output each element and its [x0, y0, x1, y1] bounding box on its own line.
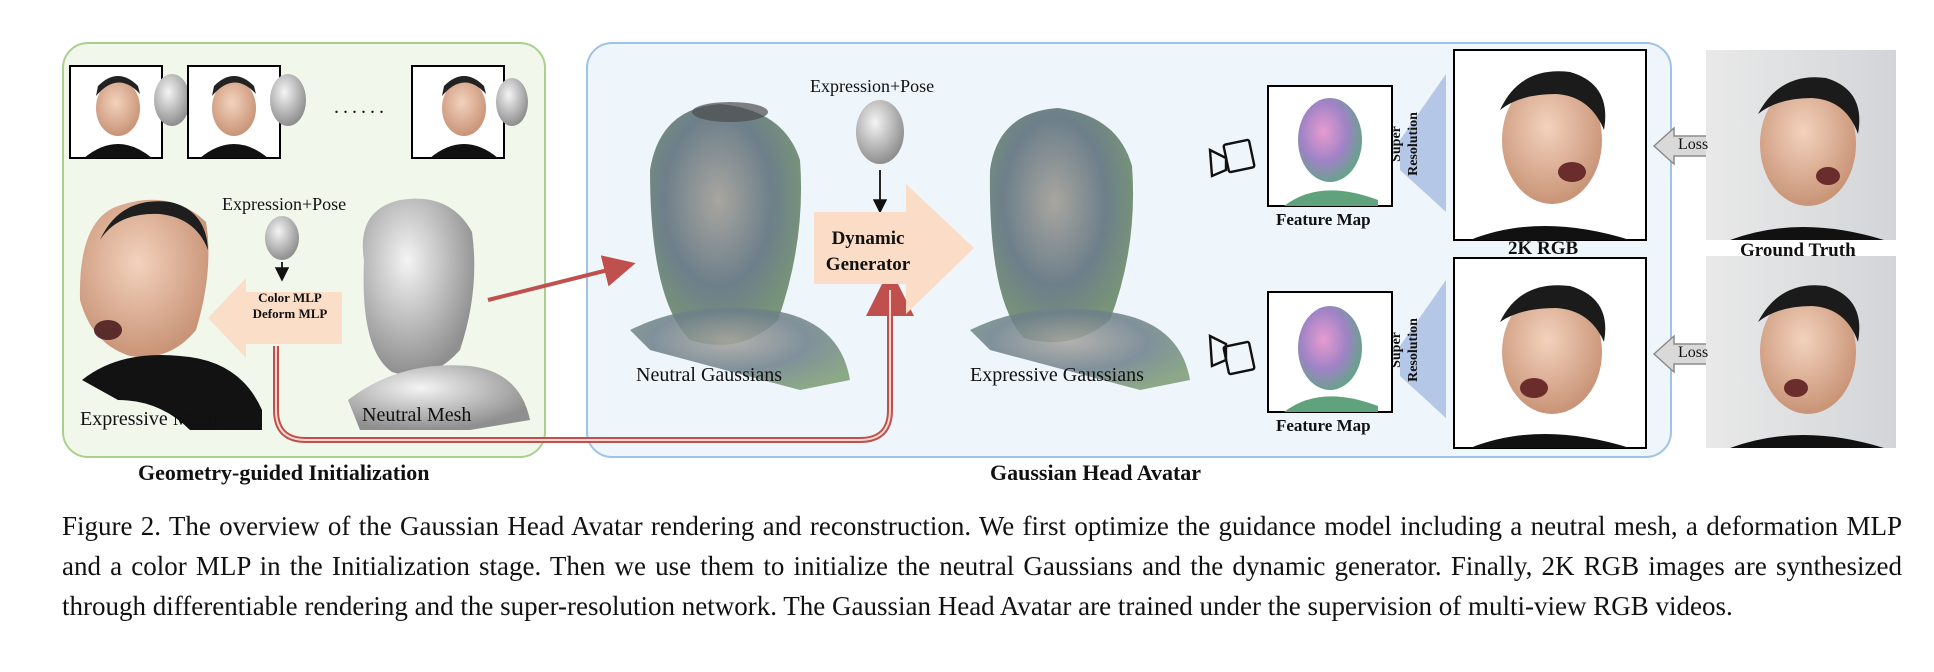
expression-face-icon-gha	[856, 100, 904, 164]
super-resolution-top-shape	[1400, 74, 1446, 212]
loss-label-bottom: Loss	[1678, 344, 1709, 361]
sr-top-line1: Super	[1389, 126, 1404, 162]
mesh-thumb-3	[496, 78, 528, 126]
super-resolution-top-label: Super Resolution	[1388, 104, 1468, 184]
camera-icon-top	[1208, 138, 1256, 178]
more-views-ellipsis: ......	[334, 96, 388, 118]
mlp-label: Color MLP Deform MLP	[240, 290, 340, 322]
rgb-output-top-image	[1453, 49, 1647, 241]
neutral-gaussians-image	[630, 102, 850, 390]
expression-pose-label-init: Expression+Pose	[222, 194, 347, 214]
neutral-gaussians-label: Neutral Gaussians	[636, 364, 783, 386]
mlp-arrow-shape	[208, 278, 342, 358]
mesh-thumb-2	[270, 74, 306, 126]
dynamic-generator-label: Dynamic Generator	[814, 226, 922, 278]
expression-pose-label-gha: Expression+Pose	[810, 76, 935, 96]
ground-truth-label: Ground Truth	[1740, 240, 1856, 261]
sr-top-line2: Resolution	[1406, 112, 1421, 176]
neutral-mesh-label: Neutral Mesh	[362, 404, 472, 426]
sr-bottom-line1: Super	[1389, 332, 1404, 368]
dynamic-generator-line1: Dynamic	[831, 228, 905, 249]
color-mlp-label: Color MLP	[258, 290, 322, 305]
feature-map-bottom-label: Feature Map	[1276, 416, 1371, 435]
input-view-1	[69, 65, 163, 159]
expression-face-icon-init	[265, 216, 299, 260]
ground-truth-bottom-image	[1706, 256, 1896, 448]
mesh-to-gaussians-arrow	[487, 255, 636, 302]
mesh-thumb-1	[154, 74, 190, 126]
super-resolution-bottom-shape	[1400, 280, 1446, 418]
neutral-mesh-image	[348, 198, 530, 430]
feature-map-top-image	[1267, 85, 1393, 207]
expressive-mesh-image	[79, 199, 262, 430]
expressive-gaussians-label: Expressive Gaussians	[970, 364, 1144, 386]
feature-map-top-label: Feature Map	[1276, 210, 1371, 229]
deform-mlp-label: Deform MLP	[252, 306, 328, 321]
loss-label-top: Loss	[1678, 136, 1709, 153]
super-resolution-bottom-label: Super Resolution	[1388, 310, 1468, 390]
input-view-3	[411, 65, 505, 159]
expressive-mesh-label: Expressive Mesh	[80, 408, 218, 430]
expressive-gaussians-image	[970, 108, 1190, 390]
camera-icon-bottom	[1208, 333, 1256, 376]
figure-caption: Figure 2. The overview of the Gaussian H…	[62, 511, 1902, 621]
rgb-2k-label: 2K RGB	[1508, 238, 1579, 259]
sr-bottom-line2: Resolution	[1406, 318, 1421, 382]
dynamic-generator-shape	[814, 184, 974, 314]
pipeline-diagram	[69, 49, 1896, 449]
section-title-gaussian-head-avatar: Gaussian Head Avatar	[990, 460, 1202, 485]
input-view-2	[187, 65, 281, 159]
ground-truth-top-image	[1706, 50, 1896, 240]
dynamic-generator-line2: Generator	[825, 254, 911, 275]
rgb-output-bottom-image	[1453, 257, 1647, 449]
feature-map-bottom-image	[1267, 291, 1393, 413]
section-title-initialization: Geometry-guided Initialization	[138, 460, 430, 485]
